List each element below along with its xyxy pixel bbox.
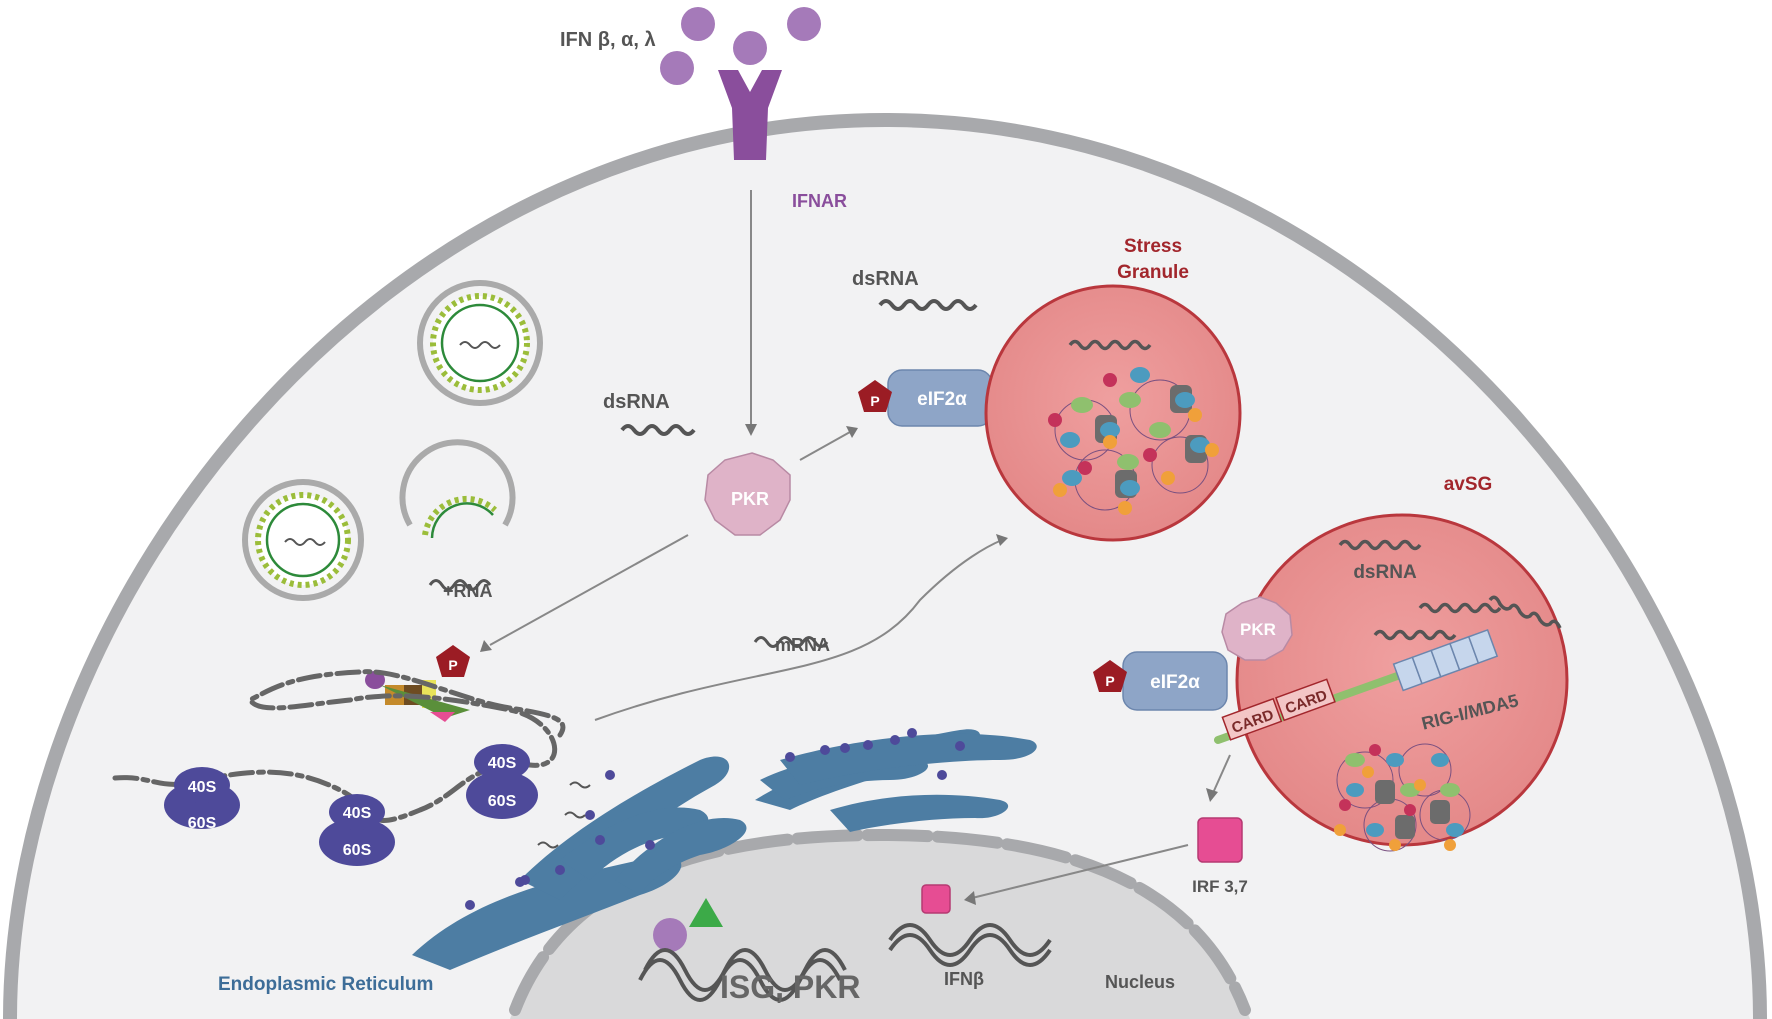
plus-rna-label: +RNA	[443, 581, 493, 601]
avsg-proteins	[1334, 743, 1471, 852]
mrna-strand	[753, 636, 829, 648]
ribosome-2: 40S 60S	[319, 794, 395, 866]
dsrna-left-label: dsRNA	[603, 391, 670, 413]
stress-granule-label-2: Granule	[1117, 262, 1189, 283]
eif2a-bottom-label: eIF2α	[1150, 672, 1200, 693]
ribosome-3-40s: 40S	[488, 755, 517, 772]
ribosome-2-60s: 60S	[343, 842, 372, 859]
avsg-dsrna-helices	[1338, 539, 1562, 641]
avsg-dsrna-label: dsRNA	[1353, 562, 1417, 583]
dsrna-left-helix	[620, 424, 696, 436]
arrow-irf-nucleus	[971, 844, 1189, 899]
ifnb-dna	[888, 923, 1052, 967]
cell-membrane	[3, 112, 1767, 1019]
virus-particle-3-uncoating	[399, 439, 516, 539]
arrow-irf-nucleus-head	[964, 891, 976, 905]
ribosome-3: 40S 60S	[466, 744, 538, 819]
irf-box	[1197, 817, 1243, 863]
arrow-pkr-translation-head	[480, 640, 492, 652]
ifn-molecules	[660, 7, 821, 85]
er-mrna-strands	[537, 781, 591, 849]
ifnb-label: IFNβ	[944, 969, 984, 989]
translation-complex	[365, 671, 470, 722]
stress-granule-label-1: Stress	[1124, 236, 1182, 257]
dsrna-top-helix	[878, 299, 978, 311]
isg-pkr-label: ISG, PKR	[720, 969, 860, 1005]
ifn-label: IFN β, α, λ	[560, 29, 656, 51]
p-mid-shape	[436, 645, 470, 677]
virus-particle-1	[417, 280, 543, 406]
ribosome-1-60s: 60S	[188, 815, 217, 832]
arrow-pkr-eif2a	[799, 431, 851, 461]
nucleus-label: Nucleus	[1105, 972, 1175, 992]
virus-particle-2	[242, 479, 364, 601]
pkr-main-shape	[704, 452, 791, 536]
eif2a-top-label: eIF2α	[917, 389, 967, 410]
arrow-to-stress-granule-head	[996, 534, 1008, 546]
irf-label: IRF 3,7	[1192, 877, 1248, 896]
polysome-mrna	[112, 669, 566, 823]
dsrna-top-label: dsRNA	[852, 268, 919, 290]
stress-granule-proteins	[1048, 367, 1219, 515]
plus-rna-strand	[428, 579, 492, 591]
p-mid-label: P	[448, 657, 457, 673]
pkr-avsg-label: PKR	[1240, 620, 1276, 639]
p-bottom-label: P	[1105, 673, 1114, 689]
ribosome-1-40s: 40S	[188, 779, 217, 796]
ribosome-3-60s: 60S	[488, 793, 517, 810]
avsg-label: avSG	[1444, 474, 1493, 495]
pkr-main-label: PKR	[731, 489, 769, 509]
endoplasmic-reticulum	[412, 729, 1037, 970]
isg-dna	[638, 948, 847, 1002]
p-top-shape	[858, 380, 892, 412]
pkr-avsg-shape	[1221, 596, 1293, 661]
er-label: Endoplasmic Reticulum	[218, 974, 433, 995]
ifnar-receptor	[718, 70, 782, 160]
ifnar-label: IFNAR	[792, 191, 847, 211]
stress-granule-dsrna	[1068, 339, 1152, 351]
arrow-ifnar-pkr-head	[745, 424, 757, 436]
arrow-to-stress-granule	[594, 539, 1003, 721]
arrow-pkr-translation	[489, 534, 689, 646]
isg-factor-triangle	[689, 898, 723, 927]
er-ribosomes	[465, 728, 965, 910]
p-top-label: P	[870, 393, 879, 409]
ribosome-2-40s: 40S	[343, 805, 372, 822]
arrow-rig-irf	[1212, 754, 1231, 794]
arrow-rig-irf-head	[1206, 788, 1218, 802]
stress-granule	[984, 284, 1242, 542]
mrna-label: mRNA	[775, 635, 830, 655]
irf-nuclear-box	[921, 884, 951, 914]
ribosome-1: 40S 60S	[164, 767, 240, 832]
p-bottom-shape	[1093, 660, 1127, 692]
arrow-pkr-eif2a-head	[846, 426, 858, 438]
nucleus	[510, 830, 1250, 1019]
isg-factor-circle	[653, 918, 687, 952]
